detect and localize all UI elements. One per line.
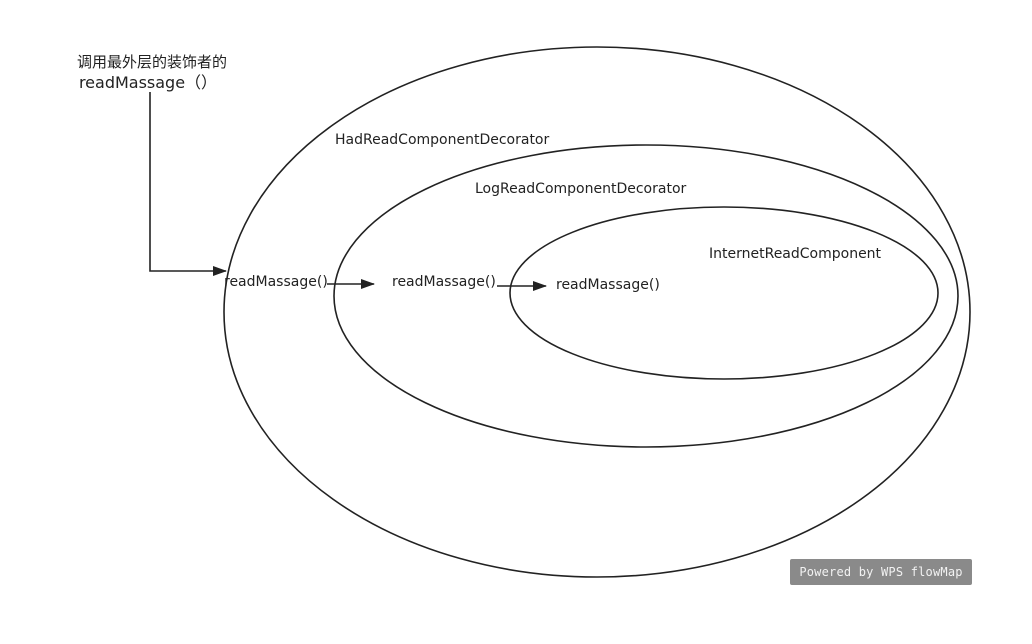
had-read-read-massage-label: readMassage() (392, 274, 496, 290)
start-note-line1: 调用最外层的装饰者的 (77, 53, 227, 71)
log-read-decorator-ellipse (509, 206, 939, 380)
internet-read-component-title: InternetReadComponent (709, 246, 882, 262)
watermark-badge: Powered by WPS flowMap (790, 559, 972, 585)
log-read-decorator-title: LogReadComponentDecorator (475, 181, 687, 197)
entry-connector (149, 92, 227, 276)
outer-read-massage-label: readMassage() (224, 274, 328, 290)
start-note-line2: readMassage（） (79, 73, 217, 92)
had-read-decorator-title: HadReadComponentDecorator (335, 132, 549, 148)
had-read-decorator-ellipse (333, 144, 959, 448)
log-read-read-massage-label: readMassage() (556, 277, 660, 293)
outer-layer-ellipse (223, 46, 971, 578)
